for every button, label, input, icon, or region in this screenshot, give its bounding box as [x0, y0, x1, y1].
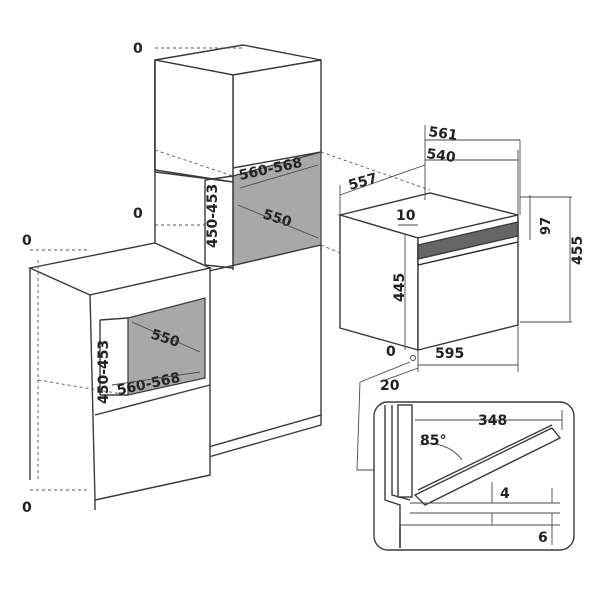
oven-zero-label: 0 — [386, 344, 396, 360]
base-guides — [30, 249, 129, 491]
oven-side-gap-label: 20 — [380, 378, 400, 394]
door-detail-inset — [373, 401, 575, 551]
oven — [337, 192, 519, 351]
oven-front-offset-label: 10 — [396, 208, 416, 224]
tall-niche-height-label: 450-453 — [205, 184, 221, 248]
door-angle-label: 85° — [420, 433, 446, 449]
oven-body-height-label: 445 — [392, 273, 408, 302]
tall-mid-zero-label: 0 — [133, 206, 143, 222]
oven-depth-mid-label: 540 — [425, 146, 456, 166]
base-niche-cavity — [127, 297, 206, 396]
oven-width-label: 595 — [435, 346, 464, 362]
tall-left-zero-label: 0 — [133, 41, 143, 57]
base-top-zero-label: 0 — [22, 233, 32, 249]
oven-panel-height-label: 97 — [539, 217, 554, 235]
base-bottom-zero-label: 0 — [22, 500, 32, 516]
base-cabinet — [27, 242, 213, 510]
oven-dimension-lines — [339, 125, 572, 383]
tall-cabinet — [154, 44, 322, 459]
base-niche-height-label: 450-453 — [96, 340, 112, 404]
tall-cabinet-lower-body — [204, 244, 322, 449]
oven-depth-top-label: 561 — [427, 124, 458, 144]
oven-total-height-label: 455 — [570, 236, 586, 265]
door-gap-4-label: 4 — [500, 486, 510, 502]
open-door — [413, 427, 562, 506]
oven-depth-total-label: 557 — [347, 170, 380, 193]
door-length-label: 348 — [478, 413, 507, 429]
door-gap-6-label: 6 — [538, 530, 548, 546]
detail-marker — [410, 355, 416, 361]
